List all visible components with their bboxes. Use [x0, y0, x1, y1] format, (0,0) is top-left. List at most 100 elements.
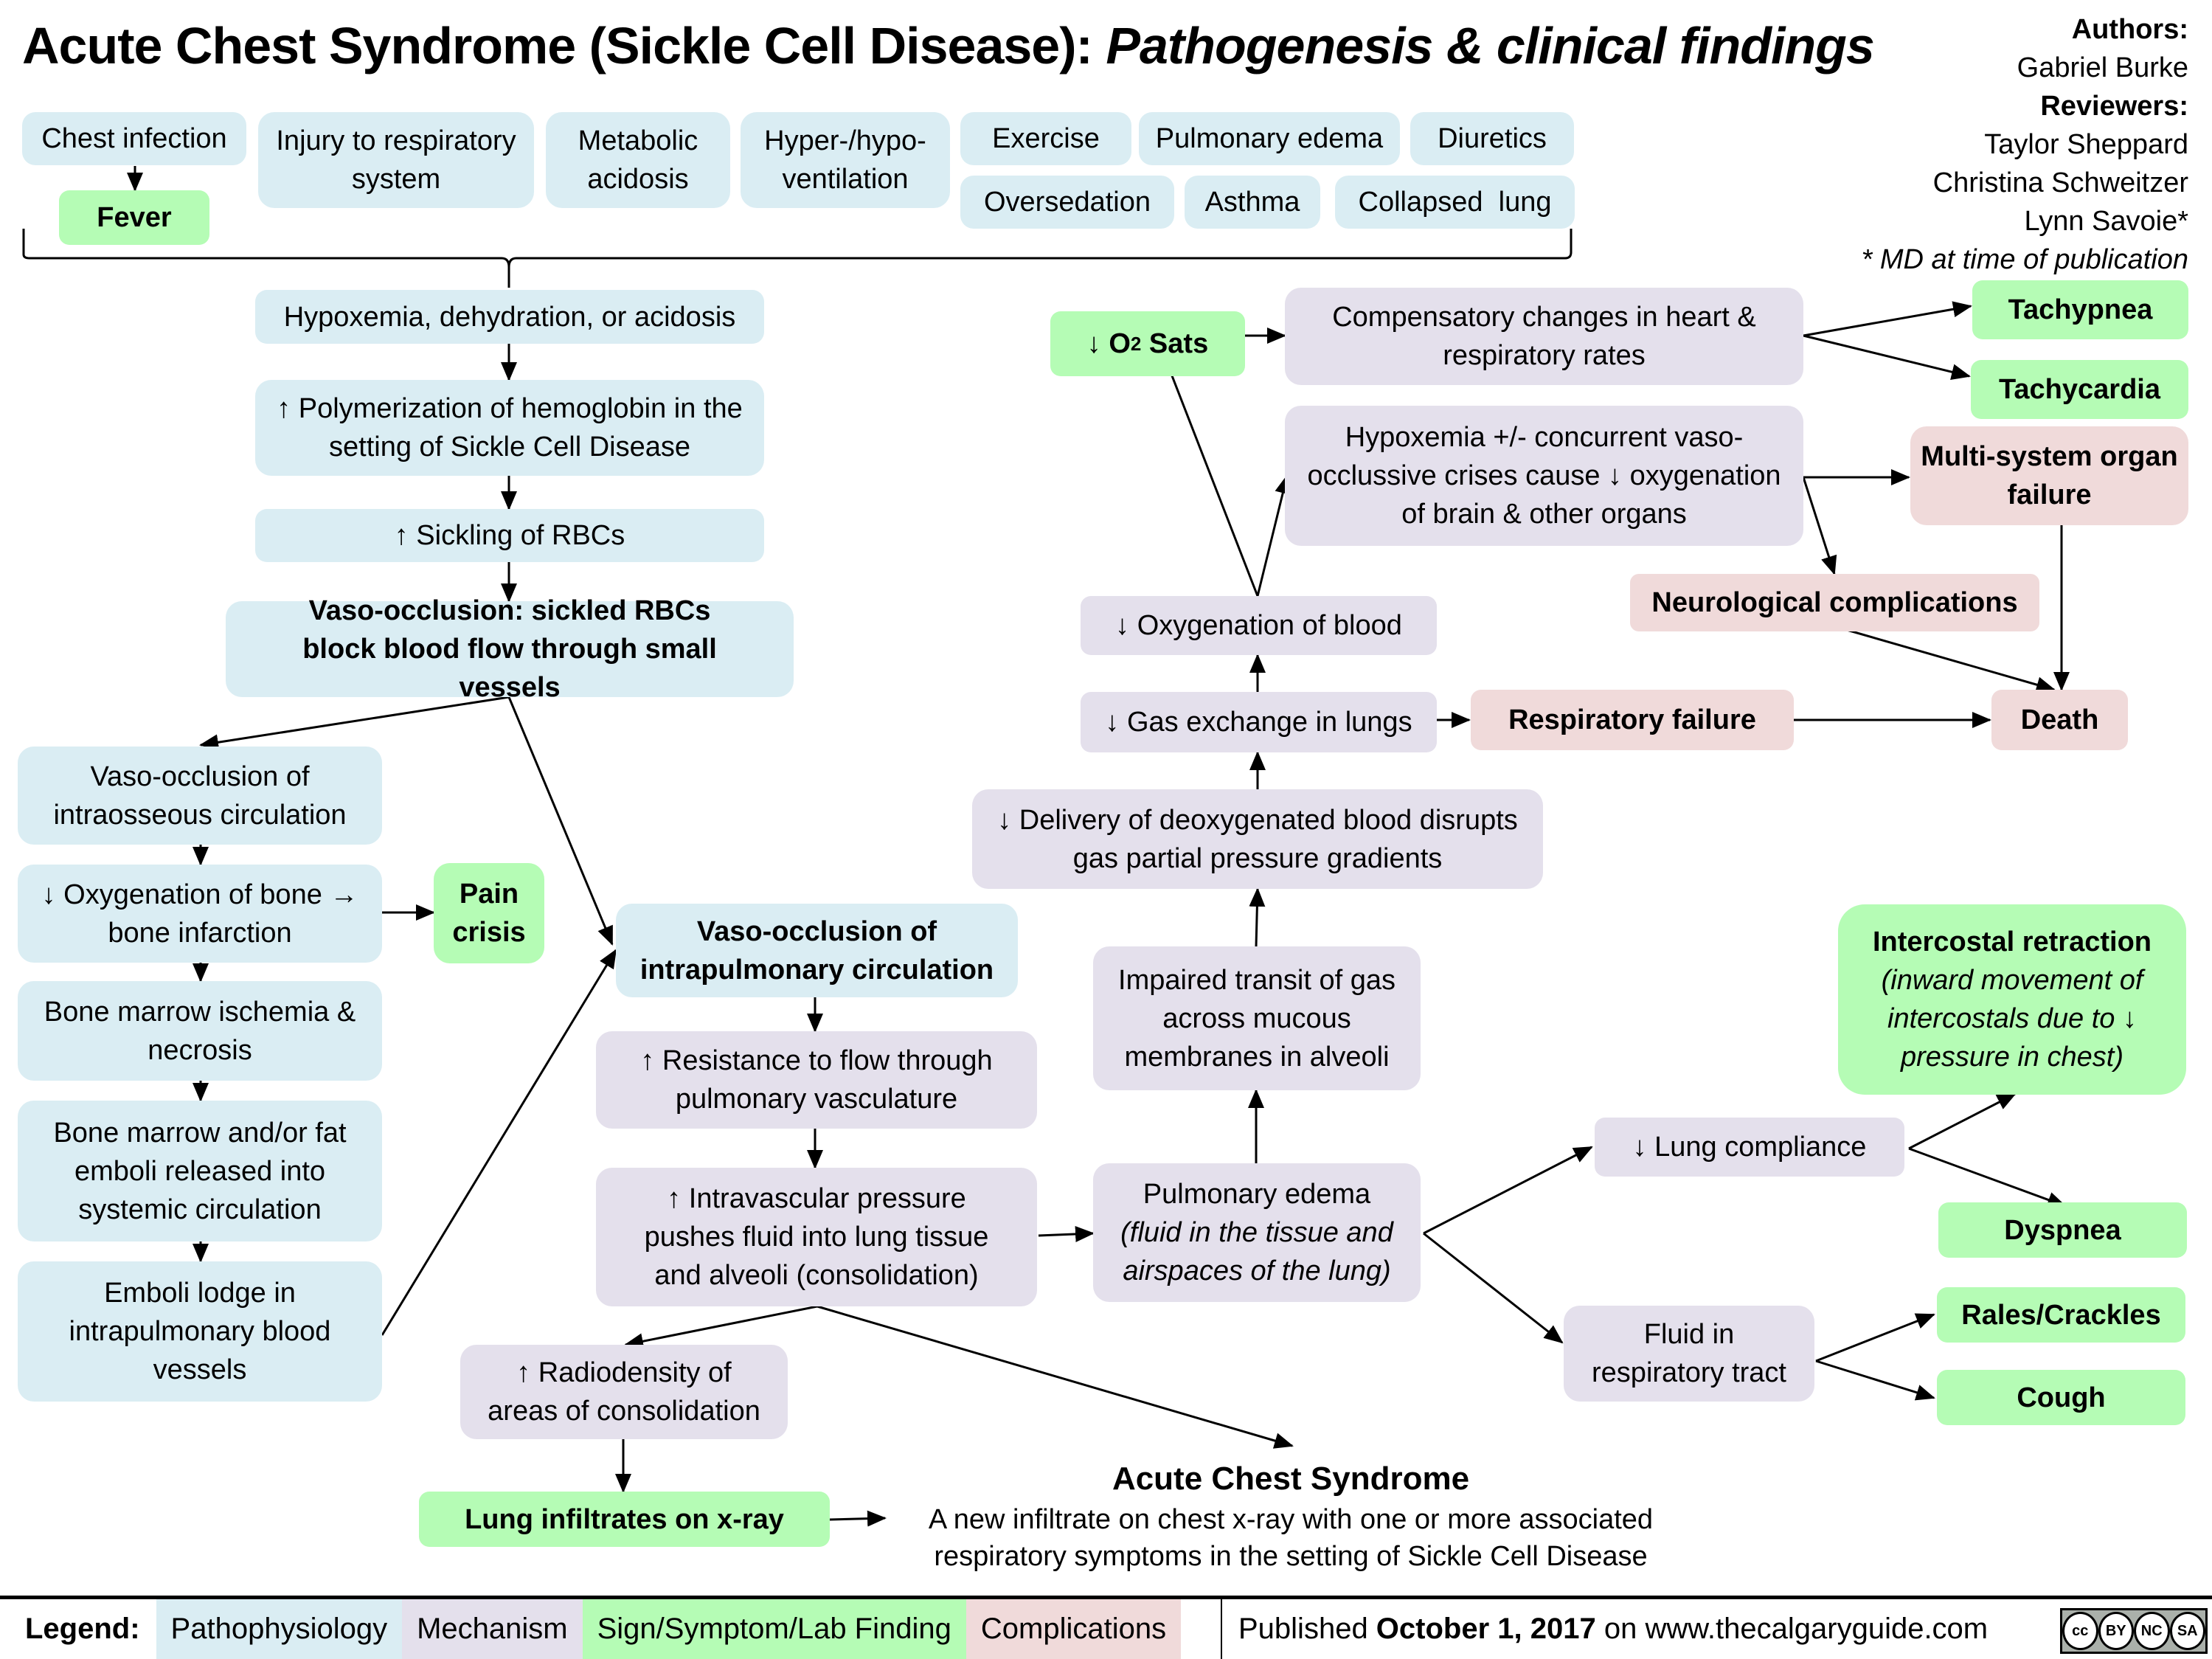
- node-impaired-transit: Impaired transit of gas across mucous me…: [1093, 946, 1421, 1090]
- label: Exercise: [992, 123, 1100, 154]
- page-title: Acute Chest Syndrome (Sickle Cell Diseas…: [22, 16, 1875, 75]
- legend-label: Legend:: [25, 1613, 140, 1645]
- label: Respiratory failure: [1508, 704, 1756, 735]
- label: ↑ Intravascular pressure pushes fluid in…: [644, 1183, 989, 1291]
- label: Hyper-/hypo-ventilation: [764, 125, 926, 195]
- cause-oversedation: Oversedation: [960, 176, 1174, 229]
- finding-tachycardia: Tachycardia: [1971, 360, 2188, 419]
- published-date: October 1, 2017: [1376, 1613, 1596, 1645]
- label: Tachypnea: [2008, 294, 2153, 325]
- label: Oversedation: [983, 187, 1151, 218]
- label: ↑ Radiodensity of areas of consolidation: [488, 1357, 760, 1427]
- label: Pulmonary edema: [1143, 1179, 1371, 1210]
- published-prefix: Published: [1238, 1613, 1376, 1645]
- label: Vaso-occlusion: sickled RBCs block blood…: [302, 595, 717, 703]
- finding-intercostal-retraction: Intercostal retraction (inward movement …: [1838, 904, 2186, 1095]
- complication-respiratory-failure: Respiratory failure: [1471, 690, 1794, 750]
- label: Injury to respiratory system: [276, 125, 516, 195]
- legend-item-pathophysiology: Pathophysiology: [156, 1599, 403, 1659]
- label-suffix: Sats: [1141, 328, 1209, 359]
- cause-injury-respiratory: Injury to respiratory system: [258, 112, 534, 208]
- reviewer-name: Lynn Savoie*: [2024, 206, 2188, 237]
- by-icon: BY: [2098, 1612, 2134, 1650]
- reviewer-name: Taylor Sheppard: [1984, 129, 2188, 160]
- reviewer-name: Christina Schweitzer: [1932, 167, 2188, 198]
- node-hypoxemia-concurrent: Hypoxemia +/- concurrent vaso-occlussive…: [1285, 406, 1803, 546]
- cc-icon: cc: [2062, 1612, 2098, 1650]
- arrow-infiltrates-acs: [829, 1510, 887, 1527]
- label: ↓ Delivery of deoxygenated blood disrupt…: [997, 804, 1518, 874]
- note: (inward movement of intercostals due to …: [1881, 965, 2143, 1073]
- node-emboli-released: Bone marrow and/or fat emboli released i…: [18, 1101, 382, 1241]
- label: Intercostal retraction: [1873, 927, 2152, 957]
- finding-dyspnea: Dyspnea: [1938, 1202, 2187, 1258]
- footer-divider: [0, 1596, 2212, 1599]
- arrow-impaired-delivery: [1249, 887, 1266, 947]
- label: Multi-system organ failure: [1921, 441, 2178, 510]
- arrow-lodge-intrapulmonary: [381, 949, 617, 1336]
- arrow-hypox-neuro: [1802, 477, 1837, 575]
- arrow-edema-fluid: [1423, 1232, 1564, 1344]
- label: Chest infection: [41, 123, 227, 154]
- arrow-oxyblood-hypoxemia: [1256, 474, 1291, 597]
- arrow-intravascular-edema: [1038, 1225, 1095, 1242]
- legend-item-sign-symptom: Sign/Symptom/Lab Finding: [582, 1599, 966, 1659]
- label: Rales/Crackles: [1961, 1299, 2161, 1331]
- complication-death: Death: [1991, 690, 2128, 750]
- label: Diuretics: [1438, 123, 1547, 154]
- cause-metabolic-acidosis: Metabolic acidosis: [546, 112, 730, 208]
- node-emboli-lodge: Emboli lodge in intrapulmonary blood ves…: [18, 1261, 382, 1402]
- cause-pulmonary-edema: Pulmonary edema: [1139, 112, 1400, 165]
- cause-asthma: Asthma: [1185, 176, 1320, 229]
- finding-lung-infiltrates: Lung infiltrates on x-ray: [419, 1492, 830, 1547]
- legend-item-mechanism: Mechanism: [402, 1599, 583, 1659]
- arrow-edema-compliance: [1423, 1146, 1593, 1235]
- label: ↑ Sickling of RBCs: [394, 520, 625, 551]
- label: Emboli lodge in intrapulmonary blood ves…: [69, 1278, 331, 1385]
- node-delivery-deoxygenated: ↓ Delivery of deoxygenated blood disrupt…: [972, 789, 1543, 889]
- acs-definition: Acute Chest Syndrome A new infiltrate on…: [885, 1457, 1696, 1575]
- label: Cough: [2017, 1382, 2106, 1413]
- node-marrow-ischemia: Bone marrow ischemia & necrosis: [18, 981, 382, 1081]
- finding-rales-crackles: Rales/Crackles: [1937, 1287, 2185, 1343]
- finding-fever: Fever: [59, 190, 209, 245]
- label: Vaso-occlusion of intrapulmonary circula…: [639, 915, 994, 986]
- authors-block: Authors: Gabriel Burke Reviewers: Taylor…: [1861, 10, 2188, 279]
- arrow-compliance-dyspnea: [1908, 1147, 2067, 1208]
- legend-item-complications: Complications: [965, 1599, 1182, 1659]
- arrow-comp-tachypnea: [1803, 301, 1972, 337]
- label: Bone marrow and/or fat emboli released i…: [53, 1117, 347, 1225]
- label: Pulmonary edema: [1155, 123, 1384, 154]
- node-sickling: ↑ Sickling of RBCs: [255, 509, 764, 562]
- title-main: Acute Chest Syndrome (Sickle Cell Diseas…: [22, 17, 1106, 75]
- label: Vaso-occlusion of intraosseous circulati…: [53, 761, 347, 831]
- arrow-neuro-death: [1836, 626, 2056, 693]
- acs-title: Acute Chest Syndrome: [1112, 1461, 1470, 1497]
- cause-exercise: Exercise: [960, 112, 1131, 165]
- label: Metabolic acidosis: [578, 125, 698, 195]
- label: Fever: [97, 202, 172, 233]
- node-resistance: ↑ Resistance to flow through pulmonary v…: [596, 1031, 1037, 1129]
- complication-neurological: Neurological complications: [1630, 574, 2039, 631]
- sa-icon: SA: [2169, 1612, 2205, 1650]
- node-compensatory-changes: Compensatory changes in heart & respirat…: [1285, 288, 1803, 385]
- note: (fluid in the tissue and airspaces of th…: [1120, 1217, 1393, 1286]
- cause-diuretics: Diuretics: [1410, 112, 1574, 165]
- legend: Legend: Pathophysiology Mechanism Sign/S…: [0, 1599, 1182, 1659]
- node-intravascular-pressure: ↑ Intravascular pressure pushes fluid in…: [596, 1168, 1037, 1306]
- label: Dyspnea: [2004, 1214, 2121, 1246]
- cause-chest-infection: Chest infection: [22, 112, 246, 165]
- node-intrapulmonary: Vaso-occlusion of intrapulmonary circula…: [616, 904, 1018, 997]
- label: ↓ Oxygenation of bone → bone infarction: [41, 879, 358, 949]
- arrow-intravascular-acs: [817, 1305, 1294, 1449]
- published-info: Published October 1, 2017 on www.thecalg…: [1221, 1599, 1988, 1659]
- label: Impaired transit of gas across mucous me…: [1118, 964, 1395, 1073]
- arrow-compliance-intercostal: [1908, 1092, 2017, 1150]
- label: Tachycardia: [1999, 374, 2160, 405]
- finding-tachypnea: Tachypnea: [1972, 280, 2188, 339]
- label: ↓ Gas exchange in lungs: [1105, 707, 1412, 738]
- label: Hypoxemia +/- concurrent vaso-occlussive…: [1307, 422, 1781, 530]
- label: Lung infiltrates on x-ray: [465, 1503, 784, 1535]
- published-site: on www.thecalgaryguide.com: [1595, 1613, 1989, 1645]
